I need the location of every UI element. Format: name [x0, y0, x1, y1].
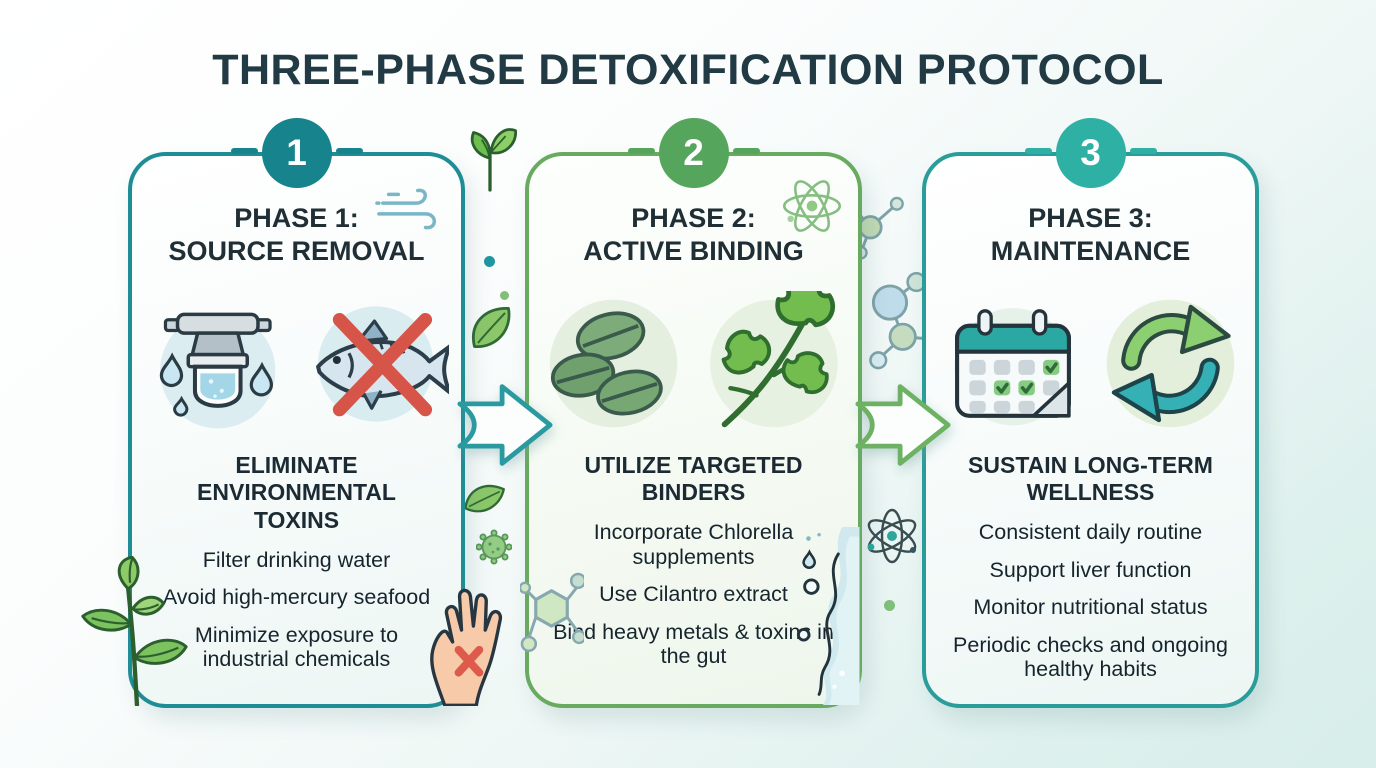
phase-1-number-badge: 1	[261, 118, 332, 188]
badge-connector	[1129, 148, 1157, 154]
germ-icon	[476, 529, 512, 565]
phase-2-number-badge: 2	[658, 118, 729, 188]
page-title: THREE-PHASE DETOXIFICATION PROTOCOL	[212, 46, 1164, 94]
phase-3-number-badge: 3	[1055, 118, 1126, 188]
chlorella-tablets-icon	[549, 300, 678, 428]
badge-connector	[1024, 148, 1052, 154]
phase-2-icons	[541, 288, 846, 440]
leaf-icon	[472, 306, 511, 348]
phase-2-card: 2 PHASE 2: ACTIVE BINDING	[525, 118, 862, 708]
phase-2-title: PHASE 2: ACTIVE BINDING	[583, 203, 804, 266]
calendar-checklist-icon	[954, 307, 1072, 426]
phase-1-title: PHASE 1: SOURCE REMOVAL	[168, 203, 425, 266]
badge-connector	[335, 148, 363, 154]
phase-2-item: Bind heavy metals & toxins in the gut	[553, 619, 834, 669]
badge-connector	[627, 148, 655, 154]
badge-connector	[230, 148, 258, 154]
renewal-cycle-icon	[1106, 300, 1235, 428]
phase-3-icons	[938, 288, 1243, 440]
phase-2-item: Incorporate Chlorella supplements	[593, 520, 794, 569]
phase-1-item: Avoid high-mercury seafood	[162, 585, 431, 610]
flow-arrow-2-icon	[849, 377, 957, 478]
molecule-icon	[520, 572, 584, 653]
phase-3-item: Monitor nutritional status	[973, 595, 1208, 620]
green-dot	[884, 600, 895, 611]
phase-1-item: Filter drinking water	[202, 547, 391, 572]
flow-arrow-1-icon	[451, 377, 559, 478]
phase-3-card: 3 PHASE 3: MAINTENANCE	[922, 118, 1259, 708]
phase-2-item: Use Cilantro extract	[599, 582, 788, 607]
seedling-icon	[470, 128, 517, 192]
phase-3-title: PHASE 3: MAINTENANCE	[990, 203, 1191, 266]
water-splash-icon	[796, 527, 860, 705]
wind-icon	[375, 188, 437, 230]
phase-2-subheading: UTILIZE TARGETED BINDERS	[584, 451, 803, 506]
phase-1-subheading: ELIMINATE ENVIRONMENTAL TOXINS	[197, 451, 396, 534]
phase-3-item: Consistent daily routine	[978, 520, 1203, 545]
phase-1-item: Minimize exposure to industrial chemical…	[194, 622, 399, 672]
phase-3-item: Support liver function	[989, 557, 1192, 582]
teal-dot	[484, 256, 495, 267]
atom-icon	[782, 180, 842, 232]
water-filter-icon	[159, 312, 276, 429]
green-dot	[500, 291, 509, 300]
plant-icon	[81, 556, 188, 706]
phase-3-subheading: SUSTAIN LONG-TERM WELLNESS	[968, 451, 1213, 506]
stop-hand-icon	[430, 588, 503, 706]
phase-3-item: Periodic checks and ongoing healthy habi…	[953, 632, 1228, 682]
phase-1-icons	[144, 288, 449, 440]
cilantro-icon	[710, 291, 838, 428]
phase-1-card: 1 PHASE 1: SOURCE REMOVAL	[128, 118, 465, 708]
atom-icon	[867, 508, 917, 564]
badge-connector	[732, 148, 760, 154]
leaf-icon	[464, 484, 505, 513]
no-high-mercury-fish-icon	[315, 306, 449, 422]
